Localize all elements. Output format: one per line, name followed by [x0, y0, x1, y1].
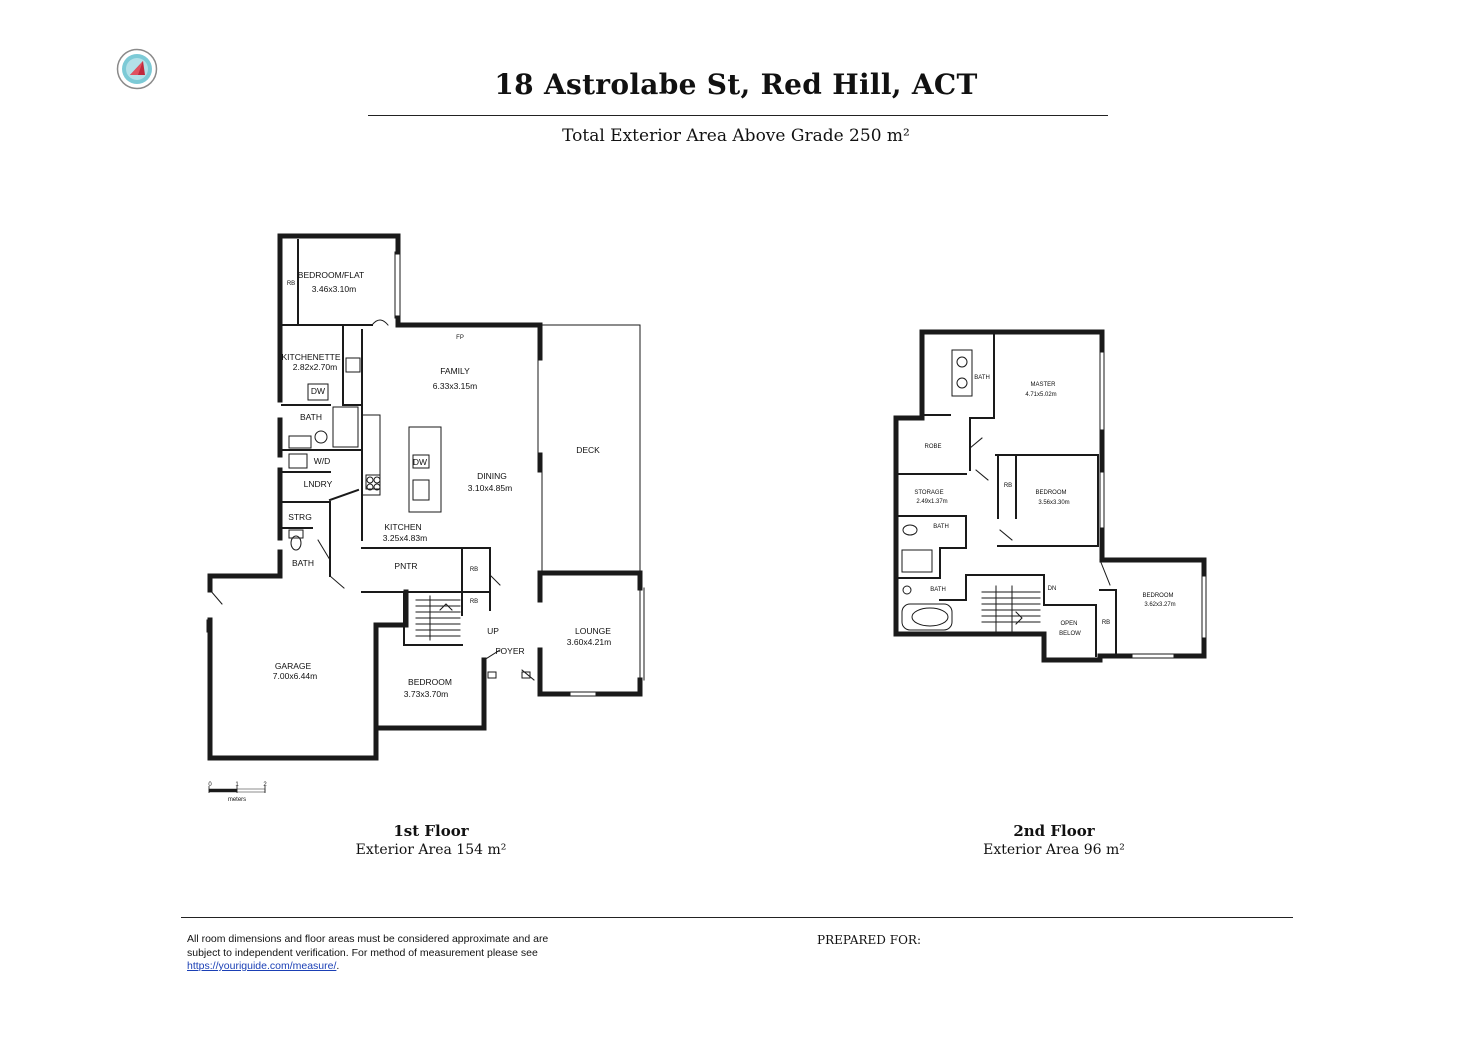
floor2-area: Exterior Area 96 m² [983, 842, 1125, 858]
room-label: BATH [974, 375, 990, 381]
room-label: STORAGE [914, 490, 943, 496]
disclaimer-suffix: . [336, 960, 340, 972]
room-label: LNDRY [304, 479, 333, 489]
room-label: PNTR [394, 561, 417, 571]
room-label: RB [287, 281, 295, 287]
measurement-method-link[interactable]: https://youriguide.com/measure/ [187, 960, 337, 972]
room-label: BEDROOM/FLAT [298, 270, 364, 280]
room-label: UP [487, 626, 499, 636]
room-dim: 3.73x3.70m [404, 689, 448, 699]
room-label: RB [470, 599, 478, 605]
room-label: BELOW [1059, 631, 1081, 637]
title-divider [368, 115, 1108, 116]
room-dim: 7.00x6.44m [273, 671, 317, 681]
room-label: RB [1004, 483, 1012, 489]
scale-tick-label: 2 [263, 782, 267, 788]
first-floor-plan [206, 233, 645, 761]
room-label: DN [1048, 586, 1057, 592]
total-area-subtitle: Total Exterior Area Above Grade 250 m² [562, 126, 910, 146]
room-label: FP [456, 335, 464, 341]
floor1-name: 1st Floor [393, 822, 469, 840]
scale-tick-label: 1 [235, 782, 239, 788]
room-dim: 3.25x4.83m [383, 533, 427, 543]
scale-unit-label: meters [228, 797, 246, 803]
room-label: DINING [477, 471, 507, 481]
room-dim: 2.49x1.37m [916, 499, 947, 505]
room-label: DW [311, 386, 325, 396]
room-dim: 3.60x4.21m [567, 637, 611, 647]
scale-bar: 0 1 2 meters [208, 782, 267, 803]
room-label: LOUNGE [575, 626, 611, 636]
room-dim: 4.71x5.02m [1025, 392, 1056, 398]
floor1-area: Exterior Area 154 m² [355, 842, 507, 858]
room-label: BATH [930, 587, 946, 593]
floor2-name: 2nd Floor [1013, 822, 1095, 840]
room-label: KITCHENETTE [281, 352, 340, 362]
room-dim: 6.33x3.15m [433, 381, 477, 391]
scale-tick-label: 0 [208, 782, 212, 788]
disclaimer-body: All room dimensions and floor areas must… [187, 933, 549, 959]
room-label: KITCHEN [384, 522, 421, 532]
room-label: W/D [314, 456, 331, 466]
room-label: DW [413, 457, 427, 467]
room-dim: 3.10x4.85m [468, 483, 512, 493]
second-floor-plan [893, 329, 1207, 663]
first-floor-labels: BEDROOM/FLAT 3.46x3.10m RB KITCHENETTE 2… [273, 270, 611, 699]
prepared-for-label: PREPARED FOR: [817, 933, 921, 947]
room-label: STRG [288, 512, 312, 522]
room-dim: 3.56x3.30m [1038, 500, 1069, 506]
room-label: OPEN [1060, 621, 1077, 627]
room-label: BATH [300, 412, 322, 422]
room-label: RB [470, 567, 478, 573]
room-label: FOYER [495, 646, 524, 656]
room-label: BATH [933, 524, 949, 530]
room-label: BEDROOM [1035, 490, 1066, 496]
room-label: ROBE [924, 444, 941, 450]
room-label: BEDROOM [408, 677, 452, 687]
pin-logo-icon [116, 48, 158, 90]
footer-divider [181, 917, 1293, 918]
room-label: BATH [292, 558, 314, 568]
room-label: FAMILY [440, 366, 470, 376]
room-label: BEDROOM [1142, 593, 1173, 599]
disclaimer-text: All room dimensions and floor areas must… [187, 933, 567, 974]
room-label: MASTER [1030, 382, 1056, 388]
room-dim: 2.82x2.70m [293, 362, 337, 372]
room-label: DECK [576, 445, 600, 455]
page-title: 18 Astrolabe St, Red Hill, ACT [494, 68, 978, 101]
room-dim: 3.46x3.10m [312, 284, 356, 294]
room-dim: 3.62x3.27m [1144, 602, 1175, 608]
room-label: GARAGE [275, 661, 312, 671]
room-label: RB [1102, 620, 1110, 626]
second-floor-labels: BATH MASTER 4.71x5.02m ROBE STORAGE 2.49… [914, 375, 1175, 637]
